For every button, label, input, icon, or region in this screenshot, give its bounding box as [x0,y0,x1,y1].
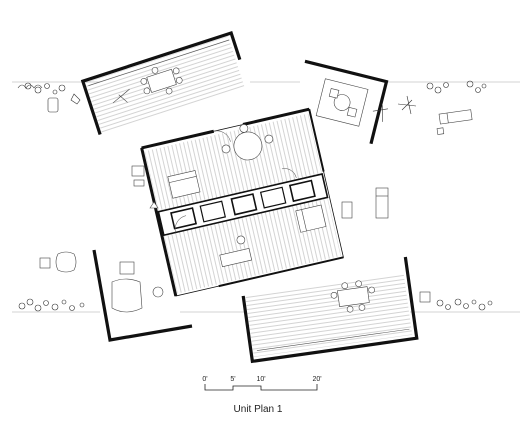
deck-southeast [241,256,419,364]
lounge-chair-east [436,109,473,135]
shrub-cluster-bottom-left [18,298,85,312]
scale-label-10: 10' [256,376,265,383]
main-house [140,107,344,297]
chair-southeast [419,291,431,303]
plan-caption: Unit Plan 1 [234,404,283,415]
deck-southwest [39,249,193,342]
bed-south [295,204,327,233]
landscape-plants [17,80,493,312]
scale-label-5: 5' [230,376,235,383]
rug-with-lounge-chairs [315,78,369,127]
scale-label-20: 20' [312,376,321,383]
southwest-lounge-furniture [39,251,164,313]
bed-north [167,170,201,199]
door-swings [174,130,297,233]
west-side-chairs [131,165,159,209]
living-sofa [219,235,253,268]
service-core [157,173,329,237]
shrub-cluster-bottom-right [436,298,493,311]
deck-dining-set [112,67,183,104]
shrub-cluster-top-right [397,80,487,115]
deck-northeast [292,59,389,145]
dining-table [221,124,274,161]
scale-label-0: 0' [202,376,207,383]
southeast-dining-set [330,280,375,313]
east-bench [341,187,389,219]
scale-bar: 0' 5' 10' 20' [202,376,322,391]
deck-northwest [80,30,245,135]
shrub-cluster-top-left [17,82,81,113]
